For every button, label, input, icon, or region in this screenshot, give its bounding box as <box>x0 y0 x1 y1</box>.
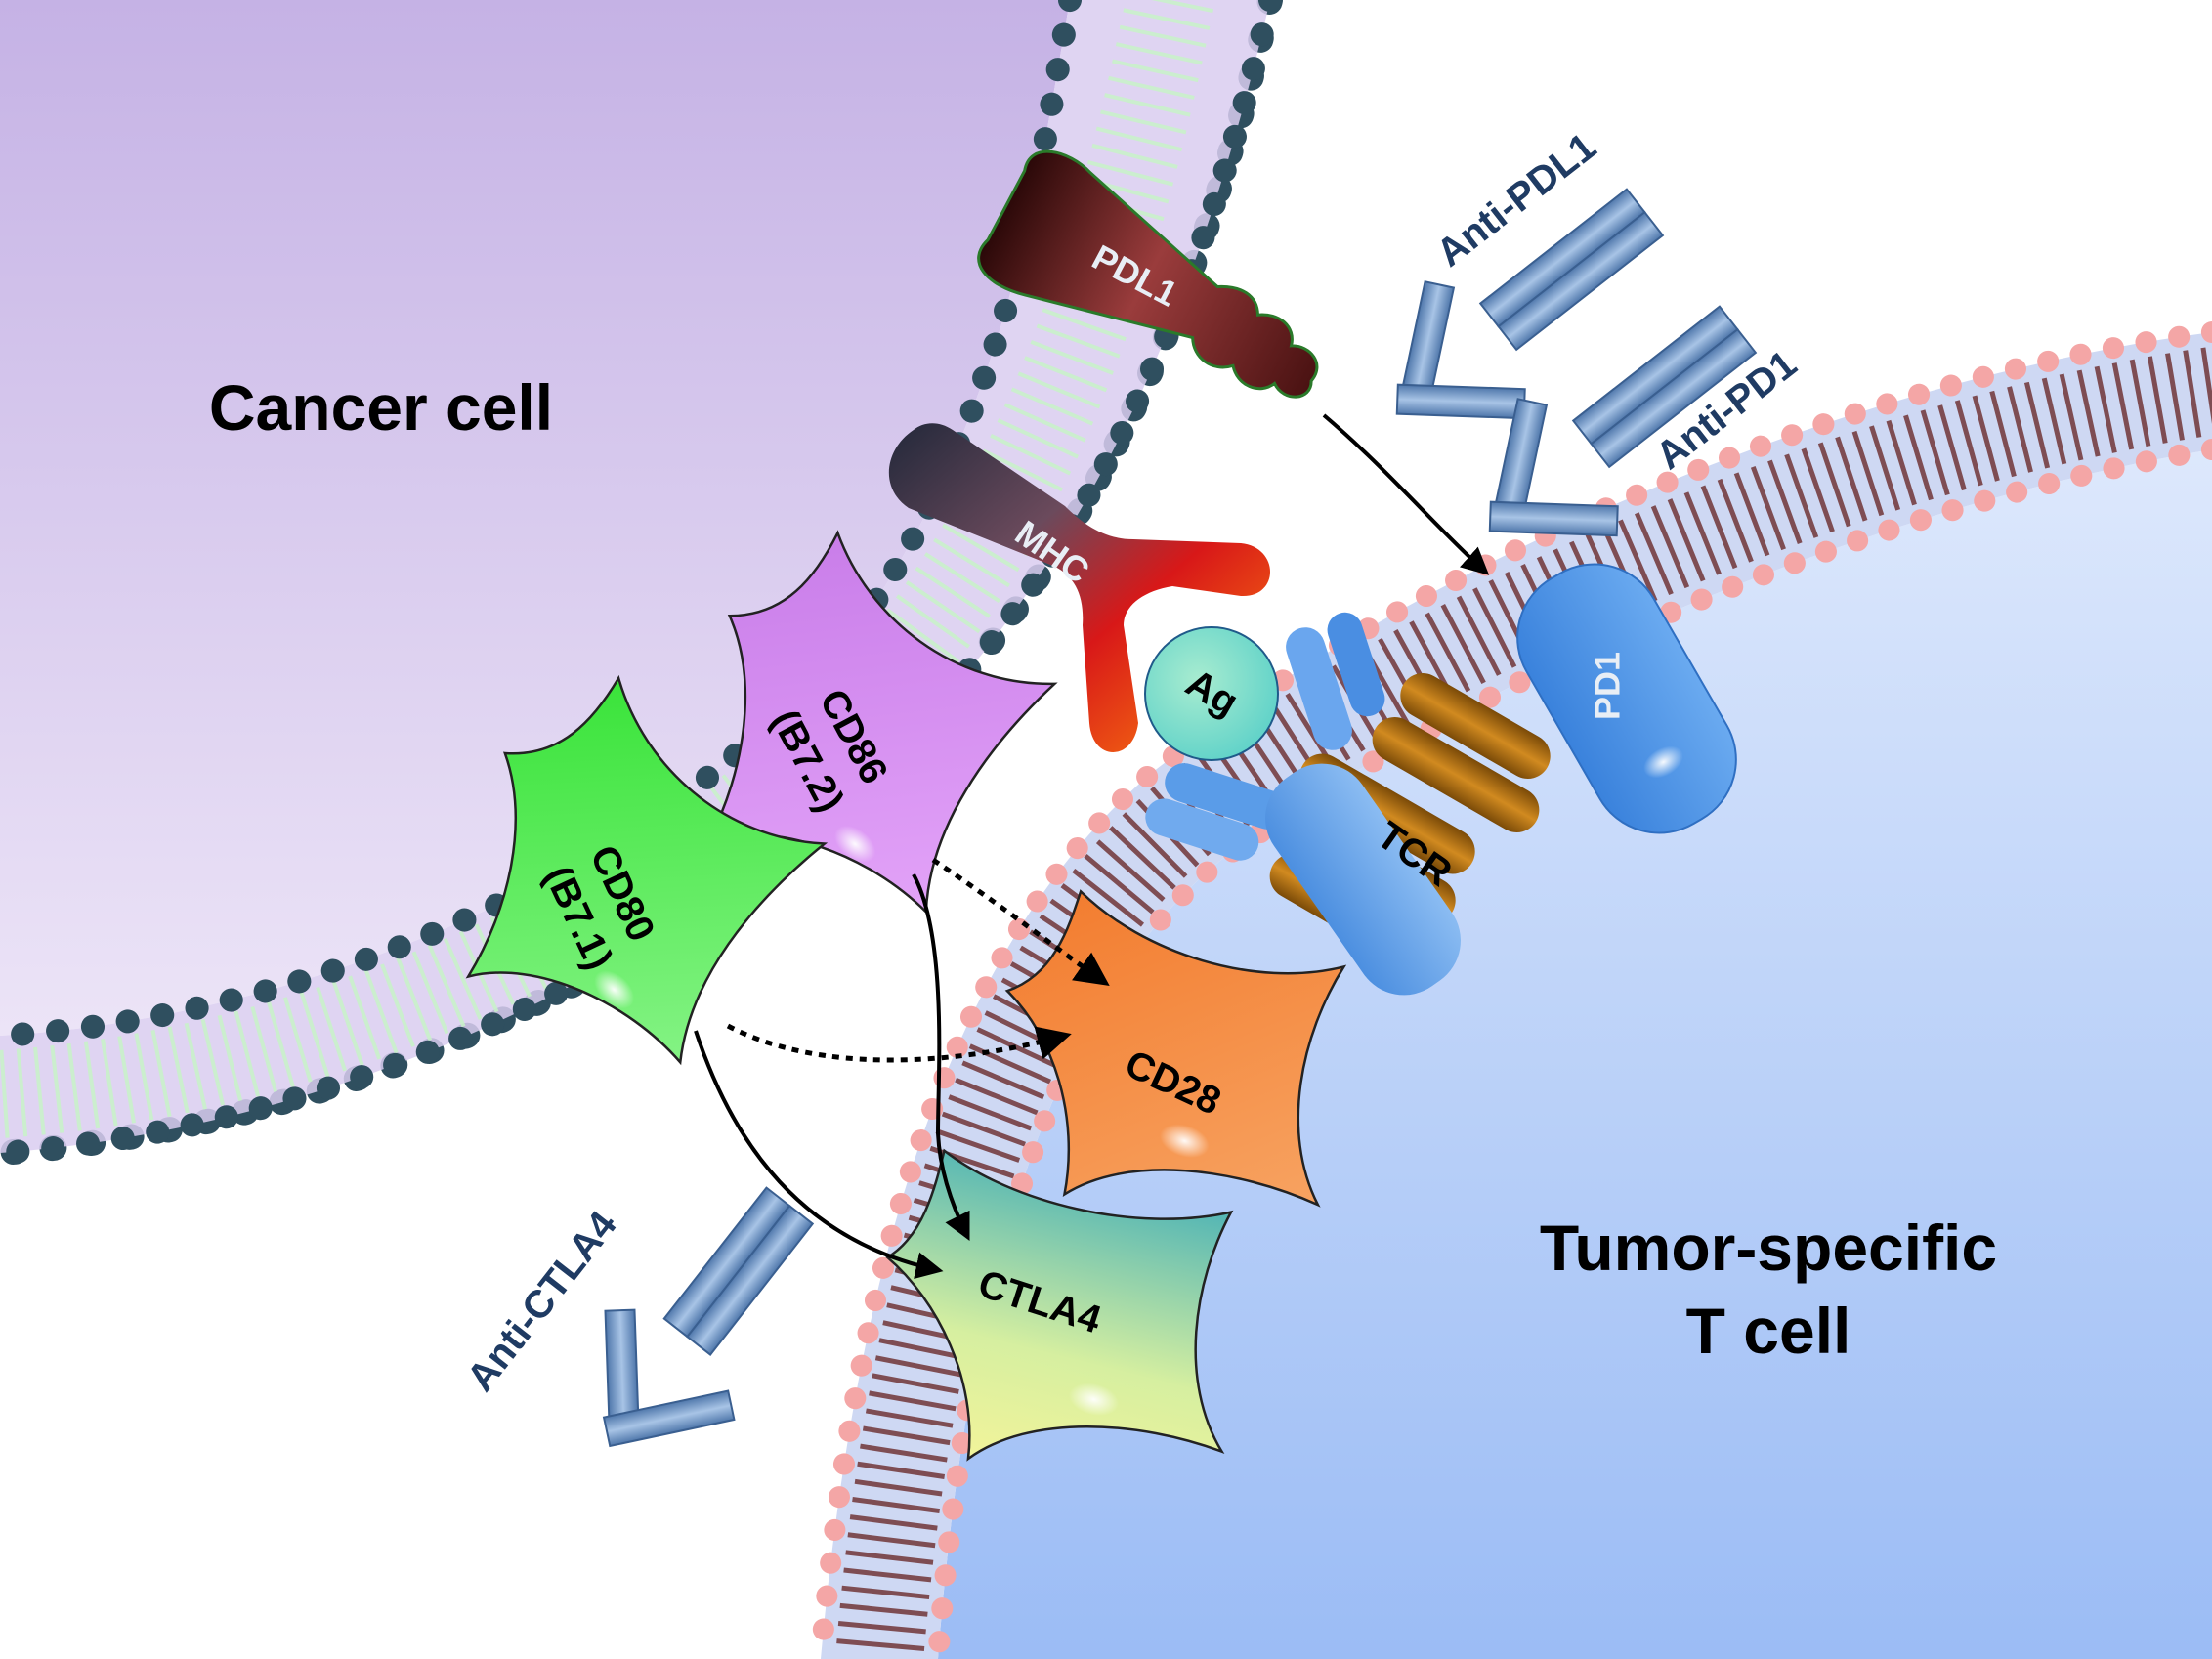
arrow-cd86-to-ctla4 <box>912 873 970 1242</box>
tcell-membrane-tails <box>835 347 2212 1659</box>
arrow-pdl1-to-pd1 <box>1322 413 1490 575</box>
arrow-cd86-to-cd28 <box>931 857 1110 987</box>
anti-ctla4-label: Anti-CTLA4 <box>459 1203 626 1399</box>
pdl1-molecule: PDL1 <box>977 149 1319 399</box>
tcell-body <box>938 449 2212 1659</box>
ctla4-molecule <box>885 1148 1234 1462</box>
cancer-cell-body <box>0 0 1070 1036</box>
tcell-membrane-heads-outer <box>810 321 2212 1659</box>
cancer-membrane-heads-outer <box>0 0 1282 1165</box>
cd80-molecule <box>465 674 829 1066</box>
pd1-label: PD1 <box>1588 652 1628 720</box>
anti-pd1-antibody <box>1488 305 1758 537</box>
pd1-molecule: PD1 <box>1516 563 1737 834</box>
anti-pdl1-antibody <box>1395 188 1665 420</box>
arrow-cd80-to-ctla4 <box>694 1030 944 1279</box>
arrow-cd80-to-cd28 <box>726 1023 1072 1063</box>
tcr-complex: TCR <box>1145 612 1551 996</box>
tcell-label-line2: T cell <box>1686 1295 1851 1367</box>
cd86-molecule <box>705 530 1058 915</box>
cancer-cell-label: Cancer cell <box>209 371 553 444</box>
antigen-particle: Ag <box>1144 626 1279 761</box>
tcell-label-line1: Tumor-specific <box>1540 1212 1997 1284</box>
anti-ctla4-antibody <box>602 1186 815 1448</box>
